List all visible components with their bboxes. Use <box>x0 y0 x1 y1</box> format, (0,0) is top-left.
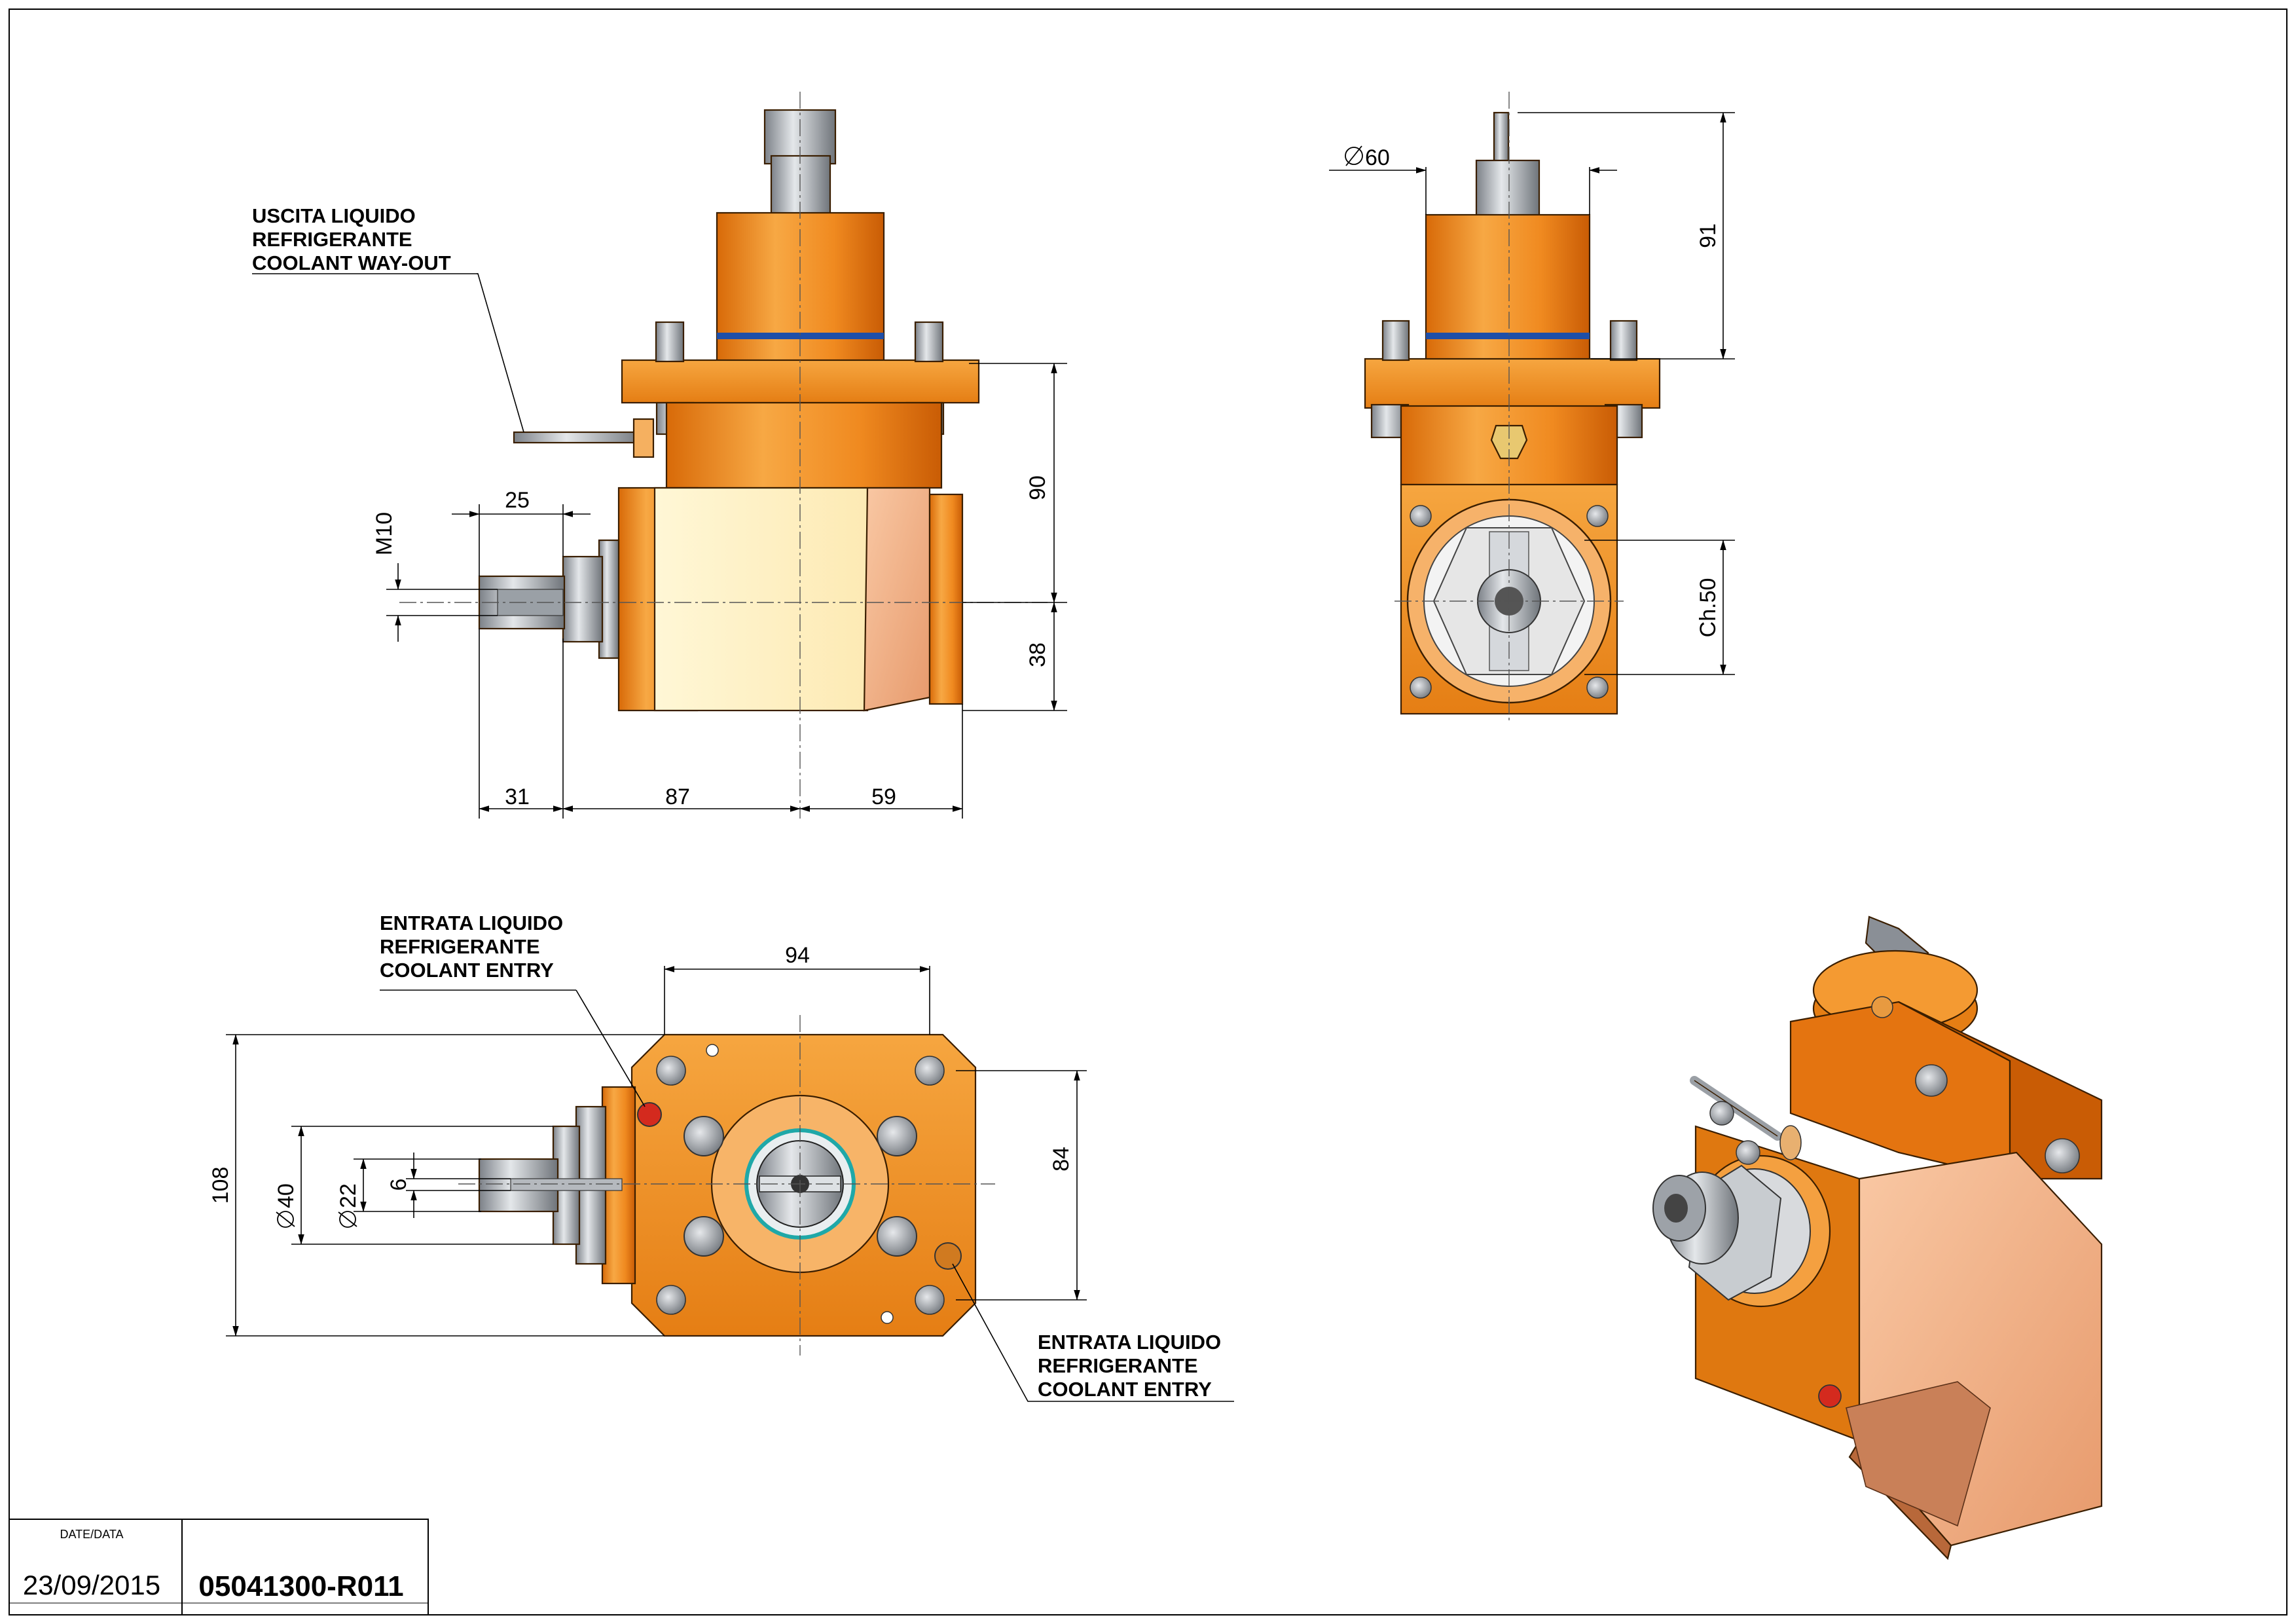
label-coolant-out-2: REFRIGERANTE <box>252 228 412 251</box>
coolant-entry-leader-1 <box>575 989 646 1107</box>
top-view: 94 84 108 40 22 6 ENTRATA LIQ <box>208 912 1234 1402</box>
front-shaft-key <box>1493 111 1510 166</box>
dim-dia22: 22 <box>336 1183 361 1208</box>
side-oring <box>717 333 884 339</box>
dim-108: 108 <box>208 1167 233 1204</box>
dim-dia60: 60 <box>1365 145 1390 170</box>
front-oring <box>1426 333 1590 339</box>
label-coolant-out-3: COOLANT WAY-OUT <box>252 251 451 274</box>
top-bolt-4 <box>877 1216 917 1257</box>
iso-coolant-entry <box>1818 1384 1842 1408</box>
side-bolt-left <box>655 321 685 363</box>
top-coolant-entry-2 <box>934 1242 962 1270</box>
dim-84: 84 <box>1049 1147 1074 1172</box>
title-block: DATE/DATA 23/09/2015 05041300-R011 <box>9 1519 429 1615</box>
dim-94: 94 <box>785 943 810 968</box>
dim-dia40: 40 <box>274 1183 299 1208</box>
label-coolant-entry-1c: COOLANT ENTRY <box>380 959 554 982</box>
side-coolant-pipe <box>513 431 646 444</box>
front-flange <box>1364 358 1661 409</box>
dim-59: 59 <box>871 784 896 809</box>
dim-ch50: Ch.50 <box>1696 578 1721 638</box>
top-bolt-1 <box>683 1116 724 1156</box>
dim-6: 6 <box>386 1179 411 1191</box>
top-bolt-3 <box>683 1216 724 1257</box>
side-view: 25 M10 90 38 31 87 59 USCITA LIQUIDO REF… <box>252 92 1067 819</box>
side-back-cap <box>928 493 964 705</box>
label-coolant-out-1: USCITA LIQUIDO <box>252 204 416 227</box>
front-bolt-right <box>1609 320 1638 361</box>
diameter-symbol-60 <box>1345 147 1363 165</box>
dim-87: 87 <box>665 784 690 809</box>
front-shaft <box>1475 159 1540 217</box>
side-collet <box>562 555 604 643</box>
title-block-code: 05041300-R011 <box>198 1570 403 1602</box>
title-block-date-label: DATE/DATA <box>60 1528 123 1541</box>
label-coolant-entry-2b: REFRIGERANTE <box>1038 1354 1198 1377</box>
coolant-entry-leader-2 <box>952 1263 1234 1402</box>
top-bolt-2 <box>877 1116 917 1156</box>
coolant-out-leader <box>477 273 524 433</box>
dim-25: 25 <box>505 488 530 513</box>
label-coolant-entry-1b: REFRIGERANTE <box>380 935 540 958</box>
front-bolt-left <box>1381 320 1410 361</box>
iso-upper-block <box>1789 1001 2011 1180</box>
side-bolt-right <box>914 321 944 363</box>
dim-90: 90 <box>1025 475 1050 500</box>
isometric-view <box>1652 915 2103 1560</box>
title-block-date: 23/09/2015 <box>23 1570 160 1600</box>
label-coolant-entry-1a: ENTRATA LIQUIDO <box>380 912 563 934</box>
label-coolant-entry-2c: COOLANT ENTRY <box>1038 1378 1212 1401</box>
sheet-border <box>9 9 2287 1615</box>
dim-38: 38 <box>1025 642 1050 667</box>
dim-31: 31 <box>505 784 530 809</box>
side-coolant-fitting <box>632 418 655 458</box>
top-coolant-entry-1 <box>637 1102 662 1127</box>
side-mid-body <box>665 401 943 489</box>
front-coolant-fitting <box>1490 424 1528 460</box>
label-coolant-entry-2a: ENTRATA LIQUIDO <box>1038 1331 1221 1354</box>
dim-m10: M10 <box>372 512 397 555</box>
front-upper-housing <box>1425 213 1591 363</box>
side-shaft <box>770 155 831 216</box>
dim-91: 91 <box>1696 223 1721 248</box>
front-view: 91 60 Ch.50 <box>1329 92 1735 720</box>
side-lower-cover <box>863 487 931 712</box>
side-lower-body <box>653 487 869 712</box>
